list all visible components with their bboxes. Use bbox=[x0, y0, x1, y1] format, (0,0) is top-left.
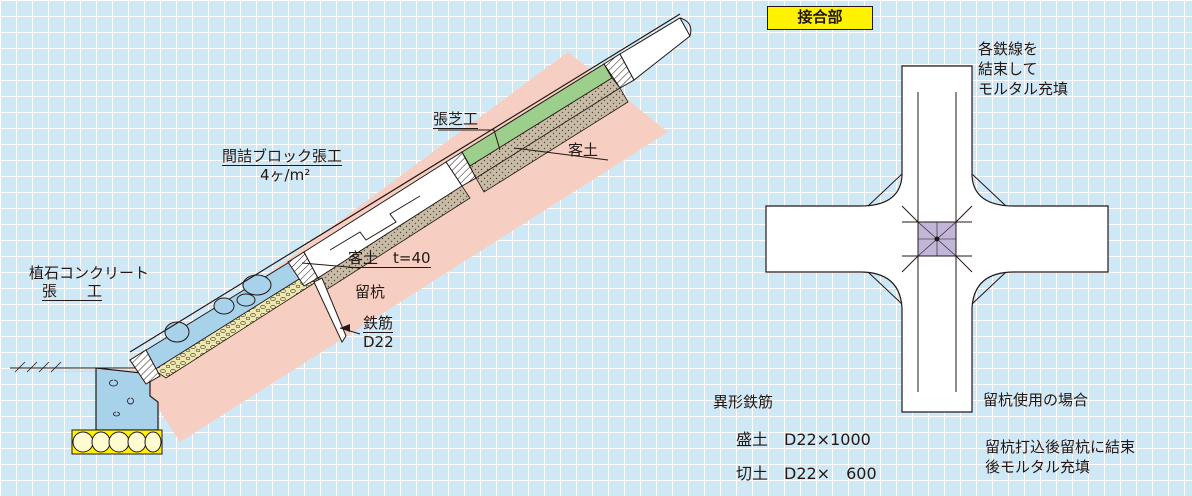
stone-concrete-label: 植石コンクリート bbox=[29, 264, 150, 282]
rebar-label: 鉄筋 bbox=[363, 314, 394, 333]
soil-lower-label: 客土 t=40 bbox=[348, 249, 431, 268]
joint-title: 接合部 bbox=[767, 6, 873, 30]
stone-concrete-label-2: 張 工 bbox=[42, 282, 103, 301]
soil-upper-label: 客土 bbox=[568, 141, 599, 159]
joint-note-2: 結束して bbox=[978, 60, 1038, 78]
block-label: 間詰ブロック張工 bbox=[222, 147, 343, 166]
joint-note-3: モルタル充填 bbox=[978, 80, 1069, 98]
pile-label: 留杭 bbox=[355, 283, 386, 301]
block-density-label: 4ヶ/m² bbox=[260, 166, 311, 184]
rebar-spec-fill: 盛土 D22×1000 bbox=[736, 430, 871, 449]
joint-note-1: 各鉄線を bbox=[978, 40, 1039, 58]
joint-case-label: 留杭使用の場合 bbox=[983, 391, 1089, 409]
joint-case-note-2: 後モルタル充填 bbox=[985, 458, 1091, 476]
pile bbox=[313, 277, 347, 344]
rebar-spec-cut: 切土 D22× 600 bbox=[736, 464, 877, 483]
lawn-label: 張芝工 bbox=[433, 110, 479, 129]
rebar-spec-heading: 異形鉄筋 bbox=[713, 393, 774, 411]
joint-case-note-1: 留杭打込後留杭に結束 bbox=[985, 438, 1136, 456]
rebar-size-label: D22 bbox=[363, 333, 394, 351]
